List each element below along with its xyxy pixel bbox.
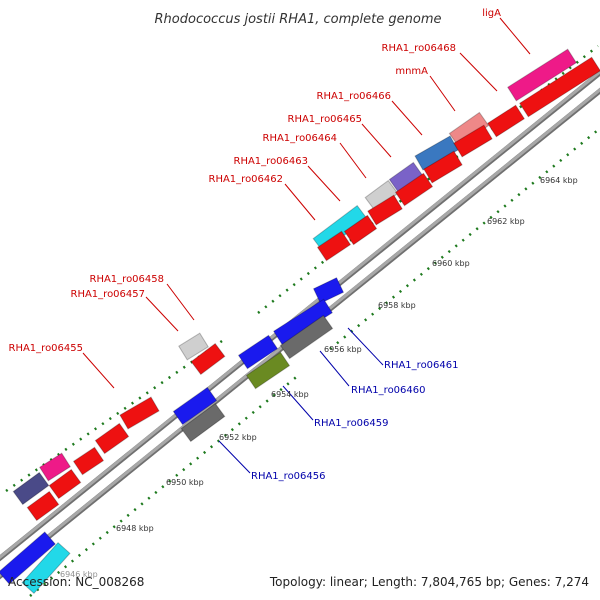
gene-rha1-ro06459 <box>237 334 279 370</box>
leader-liga <box>499 17 531 55</box>
gene-red-c <box>423 150 463 184</box>
gene-red-e <box>367 194 403 226</box>
tick-label-6946: 6946 kbp <box>60 570 98 579</box>
label-rha1-ro06461: RHA1_ro06461 <box>384 360 459 371</box>
gene-red-g <box>316 230 352 262</box>
leader-rha1-ro06455 <box>82 352 115 389</box>
gene-rha1-ro06461 <box>312 277 345 304</box>
gene-red-i <box>94 422 130 455</box>
tick-label-6952: 6952 kbp <box>219 433 257 442</box>
leader-mnma <box>429 75 456 112</box>
gene-red-j <box>72 446 105 476</box>
gene-rha1-ro06460-b <box>279 314 334 360</box>
scale-labels: 6948 kbp 6950 kbp 6952 kbp 6954 kbp 6956… <box>60 176 578 579</box>
leader-rha1-ro06461 <box>347 327 384 366</box>
leader-rha1-ro06462 <box>284 183 316 221</box>
gene-red-b <box>453 124 493 158</box>
tick-label-6964: 6964 kbp <box>540 176 578 185</box>
label-rha1-ro06456: RHA1_ro06456 <box>251 471 326 482</box>
gene-red-d <box>394 172 434 207</box>
gene-rha1-ro06455 <box>39 452 71 482</box>
inner-tick-line-right <box>329 129 599 350</box>
gene-navy-a <box>12 471 50 506</box>
topology-text: Topology: linear; Length: 7,804,765 bp; … <box>269 575 589 589</box>
label-liga: ligA <box>482 8 501 19</box>
label-rha1-ro06465: RHA1_ro06465 <box>288 114 363 125</box>
label-rha1-ro06460: RHA1_ro06460 <box>351 385 426 396</box>
leader-rha1-ro06465 <box>361 123 392 158</box>
gene-red-a <box>486 104 526 138</box>
gene-track <box>0 48 600 595</box>
tick-label-6960: 6960 kbp <box>432 259 470 268</box>
tick-label-6962: 6962 kbp <box>487 217 525 226</box>
leader-rha1-ro06460 <box>319 350 350 387</box>
gene-rha1-ro06460-a <box>272 298 334 346</box>
label-rha1-ro06459: RHA1_ro06459 <box>314 418 389 429</box>
gene-rha1-ro06458 <box>178 332 209 361</box>
gene-red-k <box>48 468 82 500</box>
label-rha1-ro06462: RHA1_ro06462 <box>209 174 284 185</box>
leader-rha1-ro06458 <box>166 283 195 321</box>
gene-red-h <box>119 396 160 430</box>
accession-text: Accession: NC_008268 <box>8 575 145 589</box>
gene-rha1-ro06459-b <box>245 351 291 390</box>
tick-label-6948: 6948 kbp <box>116 524 154 533</box>
tick-label-6950: 6950 kbp <box>166 478 204 487</box>
leader-rha1-ro06459 <box>282 385 314 421</box>
label-rha1-ro06463: RHA1_ro06463 <box>234 156 309 167</box>
label-rha1-ro06464: RHA1_ro06464 <box>263 133 338 144</box>
gene-red-l <box>26 490 60 522</box>
label-rha1-ro06455: RHA1_ro06455 <box>9 343 84 354</box>
tick-label-6956: 6956 kbp <box>324 345 362 354</box>
map-title: Rhodococcus jostii RHA1, complete genome <box>155 12 442 27</box>
label-mnma: mnmA <box>395 66 428 77</box>
leader-rha1-ro06463 <box>307 165 341 202</box>
gene-cyan-bottom <box>21 541 71 595</box>
gene-rha1-ro06468 <box>519 56 600 118</box>
leader-rha1-ro06457 <box>145 296 179 332</box>
leader-rha1-ro06466 <box>391 100 423 136</box>
leader-rha1-ro06456 <box>218 440 251 474</box>
label-rha1-ro06457: RHA1_ro06457 <box>71 289 146 300</box>
gene-rha1-ro06457 <box>190 342 226 376</box>
gene-rha1-ro06456 <box>172 386 218 426</box>
tick-label-6958: 6958 kbp <box>378 301 416 310</box>
leader-rha1-ro06468 <box>459 52 498 92</box>
forward-labels: ligA RHA1_ro06468 mnmA RHA1_ro06466 RHA1… <box>9 8 502 354</box>
label-rha1-ro06458: RHA1_ro06458 <box>90 274 165 285</box>
gene-blue-bottom <box>0 531 56 585</box>
gene-red-f <box>343 214 378 246</box>
leader-rha1-ro06464 <box>339 142 367 179</box>
reverse-labels: RHA1_ro06461 RHA1_ro06460 RHA1_ro06459 R… <box>251 360 459 482</box>
gene-gray-b <box>180 402 226 443</box>
tick-label-6954: 6954 kbp <box>271 390 309 399</box>
gene-liga <box>507 48 577 102</box>
leader-lines <box>82 17 531 474</box>
label-rha1-ro06466: RHA1_ro06466 <box>317 91 392 102</box>
label-rha1-ro06468: RHA1_ro06468 <box>382 43 457 54</box>
